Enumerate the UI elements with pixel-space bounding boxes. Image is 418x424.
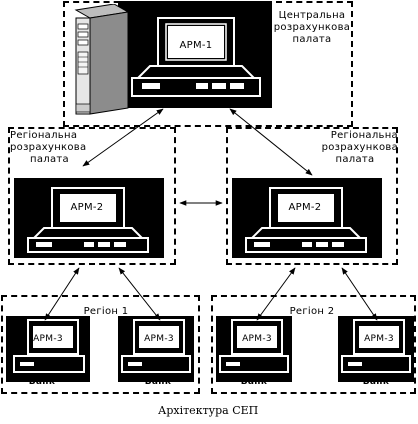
server-icon xyxy=(74,4,130,115)
regional-right-title: Регіональна розрахункова палата xyxy=(321,130,398,165)
bank-2-workstation-icon xyxy=(121,319,191,373)
bank-4-label: Банк xyxy=(362,377,390,387)
bank-2-label: Банк xyxy=(144,377,172,387)
arrow-left-to-bank1 xyxy=(44,267,80,321)
bank-4-arm-label: АРМ-3 xyxy=(364,334,394,344)
arrow-central-to-left xyxy=(82,108,164,167)
region2-title: Регіон 2 xyxy=(289,306,335,317)
central-title: Центральна розрахункова палата xyxy=(273,10,351,45)
arm2-right-workstation-icon xyxy=(245,187,367,253)
arm1-label: АРМ-1 xyxy=(179,40,213,51)
arm2-right-label: АРМ-2 xyxy=(288,202,322,213)
diagram-caption: Архітектура СЕП xyxy=(158,404,259,417)
bank-1-workstation-icon xyxy=(13,319,85,373)
bank-1-arm-label: АРМ-3 xyxy=(33,334,63,344)
bank-3-label: Банк xyxy=(240,377,268,387)
arrow-left-to-bank2 xyxy=(118,267,161,321)
bank-1-label: Банк xyxy=(28,377,56,387)
region1-title: Регіон 1 xyxy=(83,306,129,317)
bank-2-arm-label: АРМ-3 xyxy=(144,334,174,344)
bank-3-workstation-icon xyxy=(219,319,289,373)
regional-left-title: Регіональна розрахункова палата xyxy=(10,130,87,165)
arm2-left-label: АРМ-2 xyxy=(70,202,104,213)
arm2-left-workstation-icon xyxy=(27,187,149,253)
arrow-right-to-bank4 xyxy=(341,267,378,321)
arm1-workstation-icon xyxy=(131,17,261,97)
arrow-central-to-right xyxy=(229,108,313,176)
arrow-right-to-bank3 xyxy=(256,267,296,321)
bank-4-workstation-icon xyxy=(341,319,411,373)
bank-3-arm-label: АРМ-3 xyxy=(242,334,272,344)
